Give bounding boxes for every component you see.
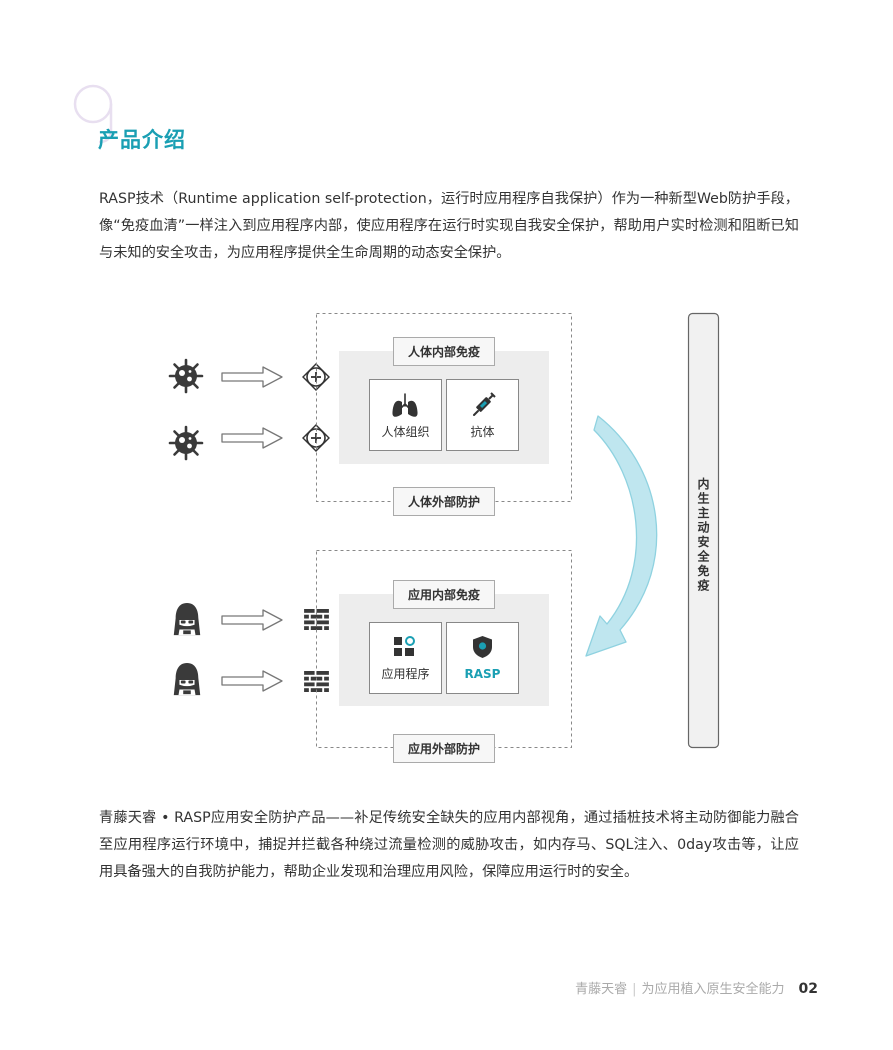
page-number: 02 [798,981,818,997]
card-label: 应用程序 [381,666,429,681]
human-card-antibody: 抗体 [446,379,519,451]
section-title: 产品介绍 [98,128,186,152]
product-paragraph: 青藤天睿 • RASP应用安全防护产品——补足传统安全缺失的应用内部视角，通过插… [99,810,799,880]
human-outer-label: 人体外部防护 [408,494,480,509]
card-label: 抗体 [470,424,494,439]
app-inner-label: 应用内部免疫 [408,587,480,602]
app-blocks-icon [394,636,415,656]
shield-icon [473,636,492,658]
footer-separator: | [632,982,637,997]
arrow-right-icon [221,427,283,449]
card-label: 人体组织 [381,425,429,439]
intro-paragraph: RASP技术（Runtime application self-protecti… [99,191,799,261]
human-outer-label-box: 人体外部防护 [393,487,495,516]
human-card-tissue: 人体组织 [369,379,442,451]
human-inner-label-box: 人体内部免疫 [393,337,495,366]
arrow-right-icon [221,670,283,692]
card-label-rasp: RASP [465,667,501,681]
app-card-program: 应用程序 [369,622,442,694]
page-footer: 青藤天睿 | 为应用植入原生安全能力 02 [575,978,818,997]
title-decoration-icon [73,84,113,144]
virus-icon [168,358,204,394]
app-outer-label: 应用外部防护 [408,741,480,756]
side-bar: 内生主动安全免疫 [687,312,720,749]
footer-slogan: 为应用植入原生安全能力 [641,982,785,997]
app-inner-label-box: 应用内部免疫 [393,580,495,609]
human-threat-row-1 [168,358,330,394]
arrow-right-icon [221,366,283,388]
syringe-icon [473,392,496,416]
app-outer-boundary [316,550,572,748]
app-outer-label-box: 应用外部防护 [393,734,495,763]
app-card-rasp: RASP [446,622,519,694]
human-inner-label: 人体内部免疫 [408,344,480,359]
app-threat-row-2 [173,663,329,696]
virus-icon [168,425,204,461]
curved-arrow-icon [585,415,658,657]
human-threat-row-2 [168,424,330,461]
footer-brand: 青藤天睿 [575,982,628,997]
hacker-icon [173,603,201,636]
lungs-icon [392,393,418,417]
hacker-icon [173,663,201,696]
arrow-right-icon [221,609,283,631]
side-bar-label: 内生主动安全免疫 [696,476,710,593]
app-threat-row-1 [173,603,329,636]
